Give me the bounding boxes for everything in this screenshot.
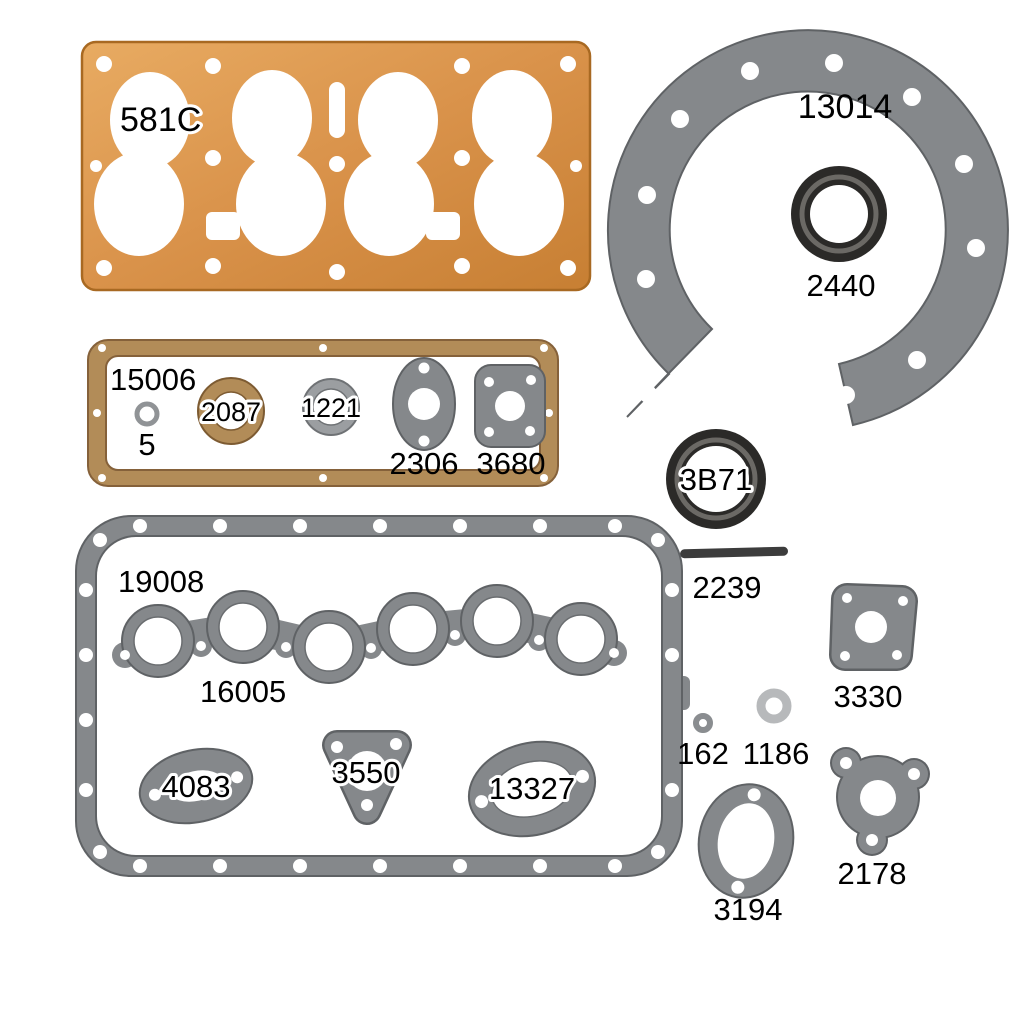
- tiny-washer-162: 162: [677, 713, 729, 771]
- gasket-3330-label: 3330: [834, 679, 903, 714]
- oil-pan-label: 19008: [118, 564, 204, 599]
- fuel-pump-gasket-label: 2306: [390, 446, 459, 481]
- gasket-3550-label: 3550: [332, 755, 401, 790]
- timing-cover-body: [606, 29, 1009, 427]
- cork-ring: 2087: [197, 377, 265, 445]
- oval-gasket-13327: 13327: [467, 740, 597, 838]
- gasket-13327-label: 13327: [489, 771, 575, 806]
- pump-plate-gasket: 3680: [474, 364, 546, 481]
- oval-flange-gasket-4083: 4083: [138, 747, 254, 825]
- timing-cover-gasket: 13014: [606, 29, 1009, 427]
- head-gasket: 581C: [80, 40, 592, 292]
- manifold-ports: [121, 584, 618, 684]
- manifold-bolt-holes: [120, 630, 619, 660]
- valve-cover-gasket: 15006: [87, 339, 559, 487]
- head-gasket-bolt-holes: [90, 56, 582, 280]
- valve-cover-bolt-holes: [93, 344, 553, 482]
- oil-pan-gasket: 19008: [75, 515, 690, 877]
- exhaust-manifold-label: 16005: [200, 674, 286, 709]
- water-pump-gasket-2178: 2178: [830, 747, 930, 891]
- oil-pan-frame: [75, 515, 683, 877]
- fuel-pump-gasket: 2306: [390, 357, 459, 481]
- timing-cover-bolt-holes: [637, 54, 985, 404]
- gasket-2178-label: 2178: [838, 856, 907, 891]
- combustion-chamber-openings: [94, 70, 564, 256]
- gray-ring-label: 1221: [301, 393, 361, 423]
- side-strip-label: 2239: [693, 570, 762, 605]
- small-seal-washer-label: 5: [138, 427, 155, 462]
- exhaust-manifold-gasket: 16005: [112, 584, 627, 709]
- head-gasket-label: 581C: [120, 101, 201, 139]
- cork-ring-label: 2087: [201, 397, 261, 427]
- gray-ring: 1221: [298, 378, 364, 436]
- carb-gasket-3194: 3194: [697, 783, 795, 927]
- gasket-3194-label: 3194: [714, 892, 783, 927]
- oil-pump-gasket-3330: 3330: [829, 583, 918, 714]
- oil-pan-bolt-holes: [79, 519, 679, 873]
- washer-1186: 1186: [743, 688, 810, 771]
- small-seal-washer: 5: [134, 401, 160, 462]
- pump-plate-gasket-label: 3680: [477, 446, 546, 481]
- gasket-4083-label: 4083: [162, 769, 231, 804]
- side-strip: 2239: [680, 546, 788, 605]
- timing-cover-label: 13014: [798, 88, 893, 126]
- triangle-flange-gasket-3550: 3550: [322, 730, 412, 825]
- rear-main-seal: 3B71: [666, 429, 766, 529]
- washer-162-label: 162: [677, 736, 729, 771]
- rear-main-seal-label: 3B71: [680, 462, 752, 497]
- valve-cover-frame: [87, 339, 559, 487]
- valve-cover-label: 15006: [110, 362, 196, 397]
- washer-1186-label: 1186: [743, 736, 810, 771]
- timing-seal: 2440: [791, 166, 887, 303]
- timing-seal-label: 2440: [807, 268, 876, 303]
